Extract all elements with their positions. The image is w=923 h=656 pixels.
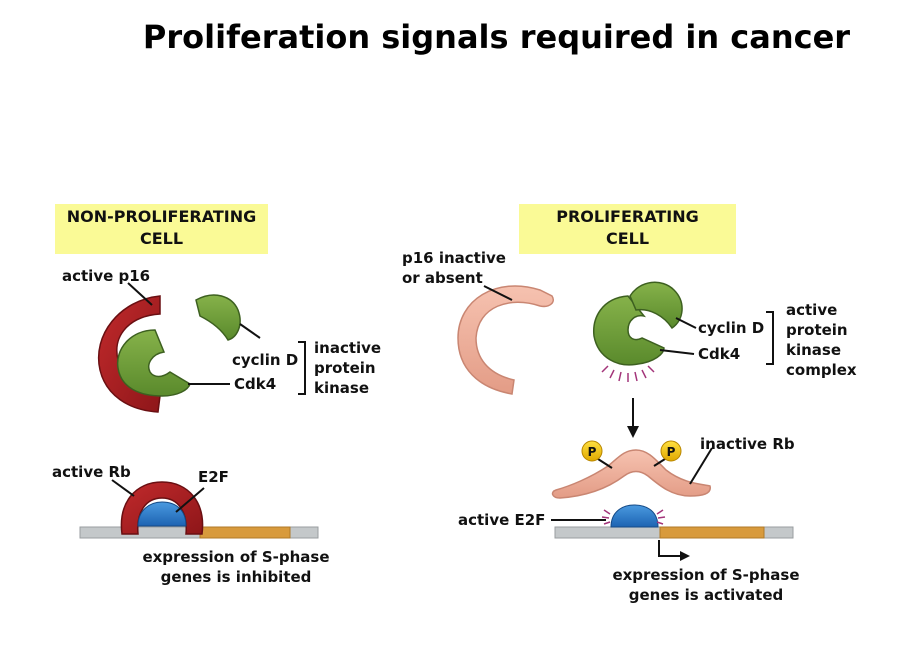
p16-line: or absent — [402, 269, 483, 287]
cyclin-d-shape-left — [195, 294, 241, 341]
inactive-rb-leader — [689, 447, 713, 485]
active-rb-label: active Rb — [52, 463, 131, 481]
expression-inhibited-label: expression of S-phase genes is inhibited — [126, 547, 346, 587]
cyclin-d-label-right: cyclin D — [698, 319, 765, 337]
active-protein-kinase-complex-label: active protein kinase complex — [786, 300, 857, 380]
phosphate-circle-right — [660, 440, 682, 462]
transcription-arrowhead — [680, 551, 690, 561]
phosphate-circle-left — [581, 440, 603, 462]
expression-line: expression of S-phase — [612, 566, 800, 584]
bracket-line: inactive — [314, 339, 382, 357]
inactive-rb-shape — [551, 449, 711, 499]
bracket-line: protein — [786, 321, 848, 339]
proliferating-cell-header: PROLIFERATING CELL — [519, 204, 736, 254]
cdk4-shape-right — [593, 295, 665, 366]
page-title: Proliferation signals required in cancer — [142, 18, 851, 56]
non-proliferating-cell-header: NON-PROLIFERATING CELL — [55, 204, 268, 254]
header-line-2: CELL — [605, 229, 650, 248]
cyclin-d-shape-right — [629, 281, 683, 330]
active-rb-shape — [120, 481, 204, 535]
kinase-activity-marks — [601, 365, 655, 382]
cyclin-d-leader-left — [239, 323, 261, 339]
gene-region-right — [659, 526, 765, 539]
bracket-line: kinase — [314, 379, 370, 397]
cdk4-shape-left — [116, 329, 191, 397]
bracket-line: protein — [314, 359, 376, 377]
active-e2f-label: active E2F — [458, 511, 546, 529]
p16-inactive-label: p16 inactive or absent — [402, 248, 506, 288]
phosphate-link-left — [597, 458, 613, 469]
header-line-2: CELL — [139, 229, 184, 248]
bracket-right — [766, 311, 774, 365]
cyclin-d-label-left: cyclin D — [232, 351, 299, 369]
expression-line: genes is activated — [628, 586, 784, 604]
phosphate-label-left: P — [588, 445, 597, 459]
down-arrow-head — [627, 426, 639, 438]
p16-leader-line — [127, 282, 153, 306]
active-p16-label: active p16 — [62, 267, 151, 285]
rb-leader-left — [111, 479, 135, 497]
e2f-activity-marks — [601, 509, 666, 525]
e2f-shape-left — [137, 501, 187, 527]
header-line-1: PROLIFERATING — [556, 207, 699, 226]
phosphate-link-right — [653, 458, 666, 467]
p16-inactive-shape — [457, 285, 554, 395]
cdk4-label-right: Cdk4 — [698, 345, 741, 363]
p16-line: p16 inactive — [402, 249, 506, 267]
header-line-1: NON-PROLIFERATING — [66, 207, 257, 226]
transcription-arrow — [658, 540, 682, 557]
expression-activated-label: expression of S-phase genes is activated — [596, 565, 816, 605]
gene-region-left — [199, 526, 291, 539]
bracket-line: active — [786, 301, 838, 319]
bracket-line: kinase — [786, 341, 842, 359]
p16-inactive-leader — [483, 285, 513, 301]
inactive-rb-label: inactive Rb — [700, 435, 795, 453]
phosphate-label-right: P — [667, 445, 676, 459]
inactive-protein-kinase-label: inactive protein kinase — [314, 338, 381, 398]
expression-line: genes is inhibited — [160, 568, 312, 586]
expression-line: expression of S-phase — [142, 548, 330, 566]
active-p16-shape — [97, 295, 161, 413]
cdk4-leader-right — [659, 349, 695, 355]
e2f-label-left: E2F — [198, 468, 229, 486]
bracket-line: complex — [786, 361, 857, 379]
cyclin-d-leader-right — [675, 317, 697, 329]
e2f-leader-left — [175, 487, 205, 513]
cdk4-label-left: Cdk4 — [234, 375, 277, 393]
bracket-left — [298, 341, 306, 395]
e2f-shape-right — [610, 504, 659, 528]
